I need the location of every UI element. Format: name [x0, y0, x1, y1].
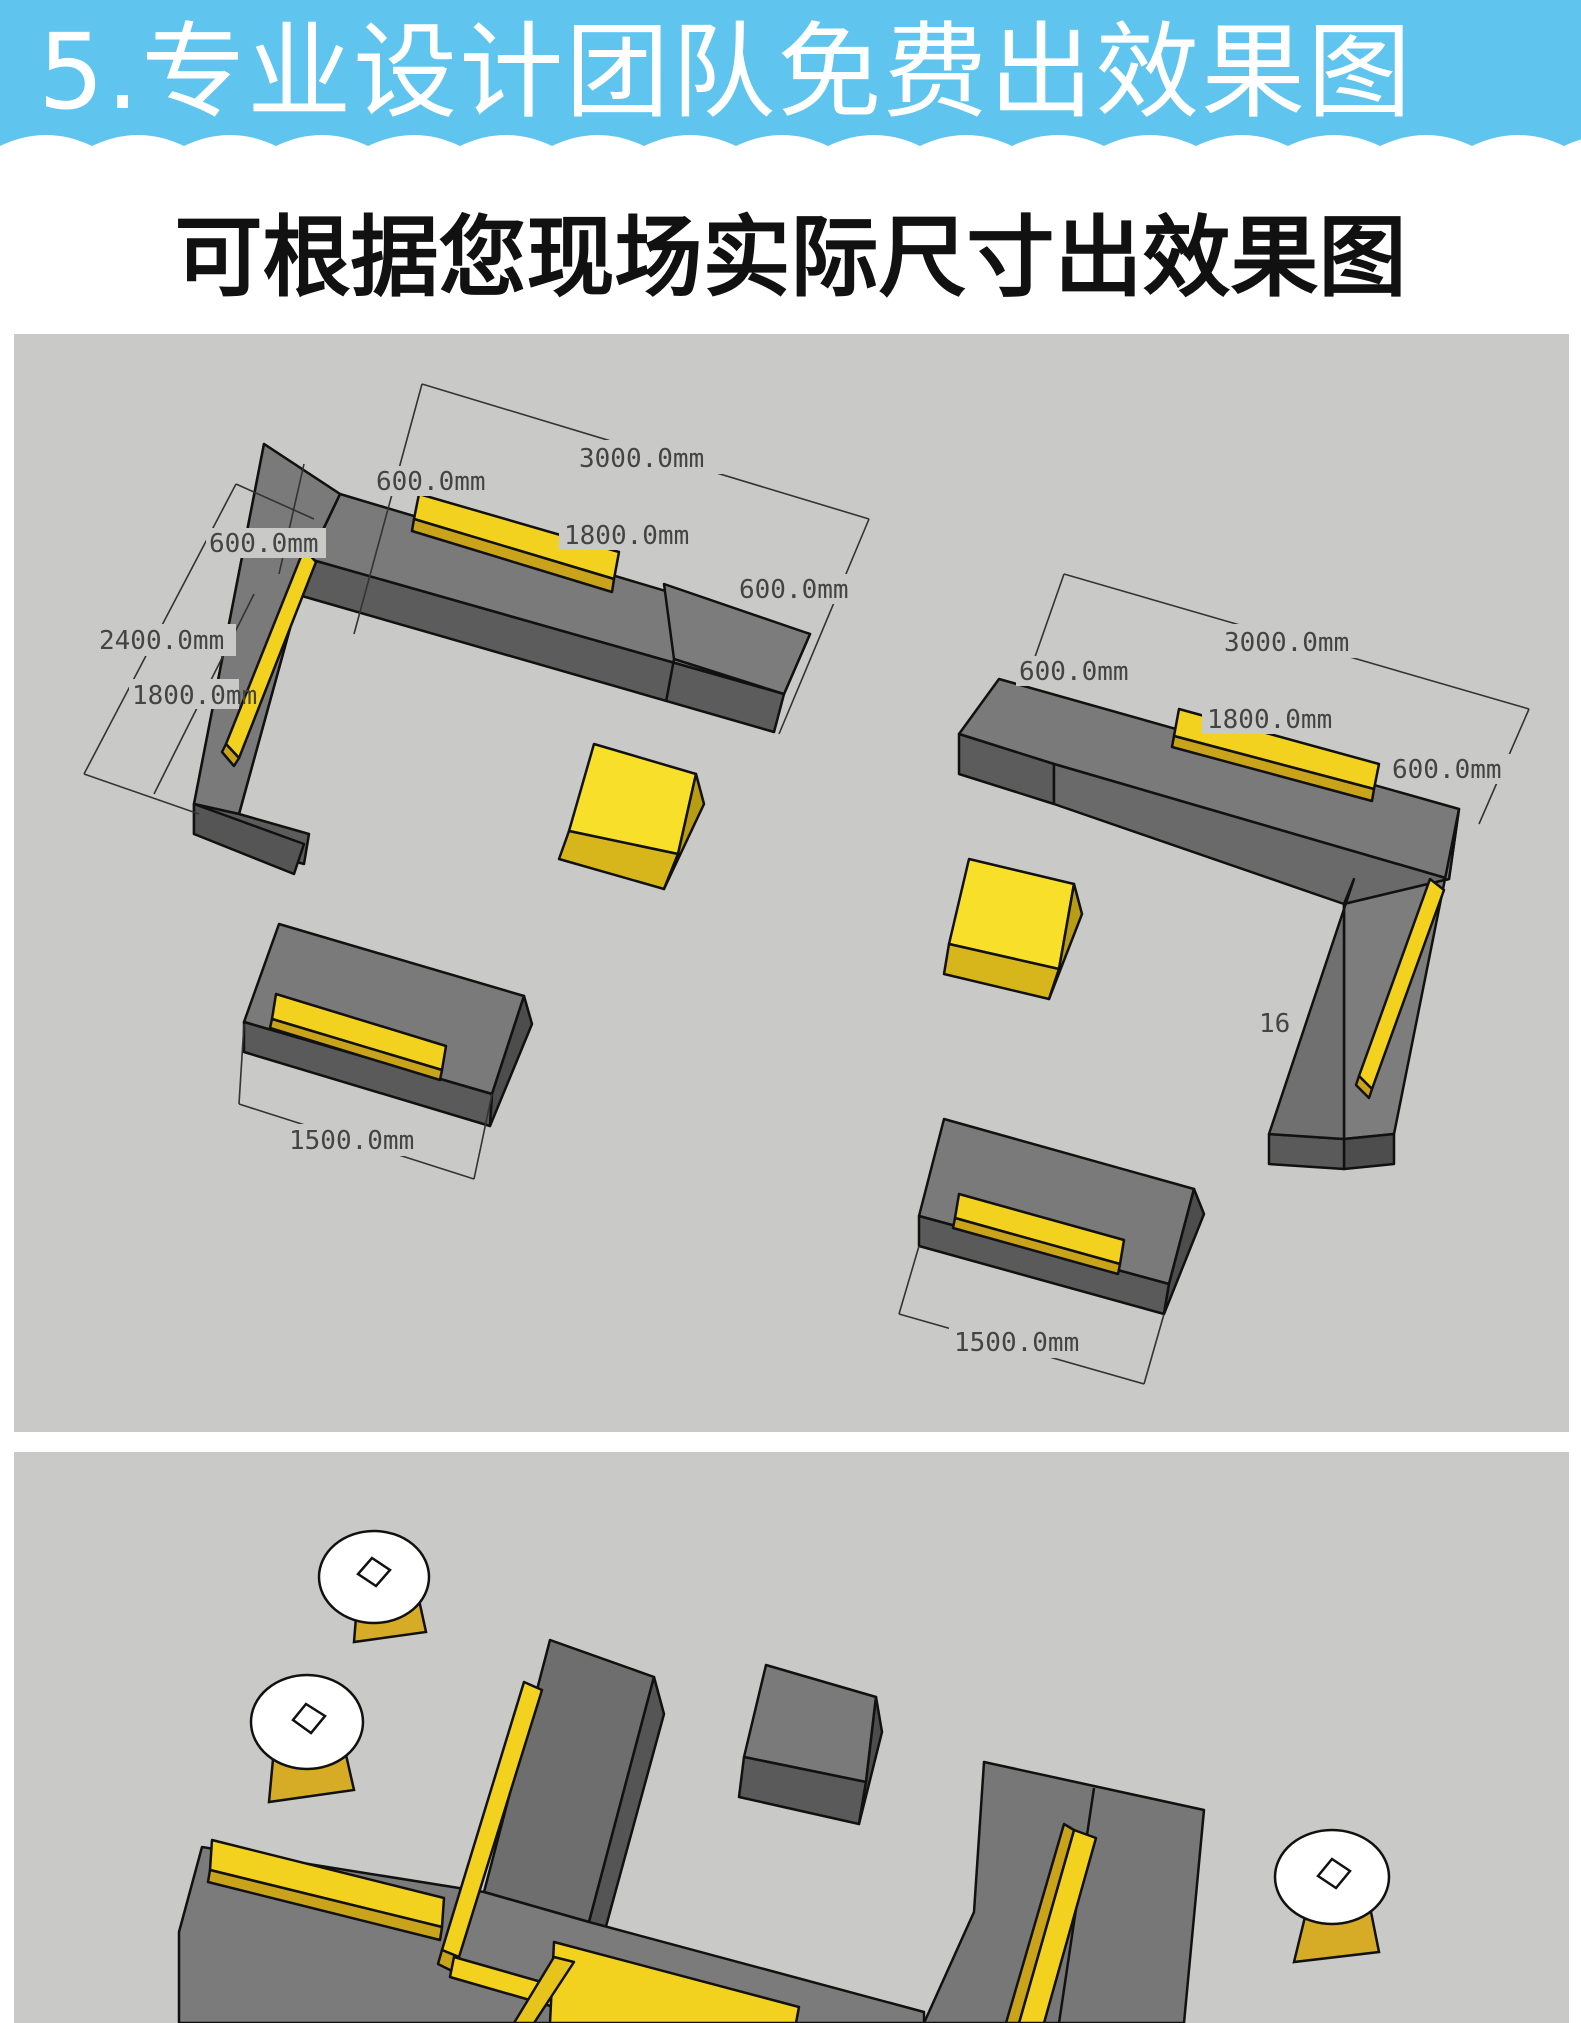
page-subtitle: 可根据您现场实际尺寸出效果图 [174, 206, 1407, 309]
dim-left-side-600: 600.0mm [209, 529, 319, 559]
dimension-labels: 3000.0mm 600.0mm 1800.0mm 600.0mm 600.0m… [96, 440, 1514, 1358]
dim-left-600-b: 600.0mm [739, 575, 849, 605]
cocktail-table-2 [249, 1673, 365, 1804]
dimension-render: 3000.0mm 600.0mm 1800.0mm 600.0mm 600.0m… [83, 383, 1530, 1385]
right-l-sofa [957, 677, 1461, 1171]
dim-left-bench-1500: 1500.0mm [289, 1126, 414, 1156]
dim-left-2400: 2400.0mm [99, 626, 224, 656]
header-banner: 5.专业设计团队免费出效果图 [0, 0, 1581, 160]
render-panel-dimensions: 3000.0mm 600.0mm 1800.0mm 600.0mm 600.0m… [14, 334, 1569, 1432]
dim-right-600-a: 600.0mm [1019, 657, 1129, 687]
banner-wave-edge [0, 135, 1581, 160]
layout-render [177, 1529, 1391, 2023]
dim-right-1800: 1800.0mm [1207, 705, 1332, 735]
cocktail-table-1 [317, 1529, 431, 1644]
left-ottoman [557, 742, 706, 891]
dim-left-3000: 3000.0mm [579, 444, 704, 474]
left-bench [242, 922, 534, 1128]
render-panel-layout [14, 1452, 1569, 2023]
right-bench [917, 1117, 1206, 1316]
right-ottoman [942, 857, 1084, 1001]
header-title: 5.专业设计团队免费出效果图 [38, 11, 1414, 133]
dim-left-1800: 1800.0mm [564, 521, 689, 551]
dim-right-bench-1500: 1500.0mm [954, 1328, 1079, 1358]
dim-left-600-a: 600.0mm [376, 467, 486, 497]
left-l-sofa [192, 442, 812, 876]
dim-right-3000: 3000.0mm [1224, 628, 1349, 658]
center-ottoman [737, 1663, 884, 1826]
cocktail-table-3 [1273, 1828, 1391, 1964]
dim-right-600-b: 600.0mm [1392, 755, 1502, 785]
dim-left-side-1800: 1800.0mm [132, 681, 257, 711]
sectional-sofa [177, 1638, 1206, 2023]
dim-right-side-partial: 16 [1259, 1009, 1290, 1039]
